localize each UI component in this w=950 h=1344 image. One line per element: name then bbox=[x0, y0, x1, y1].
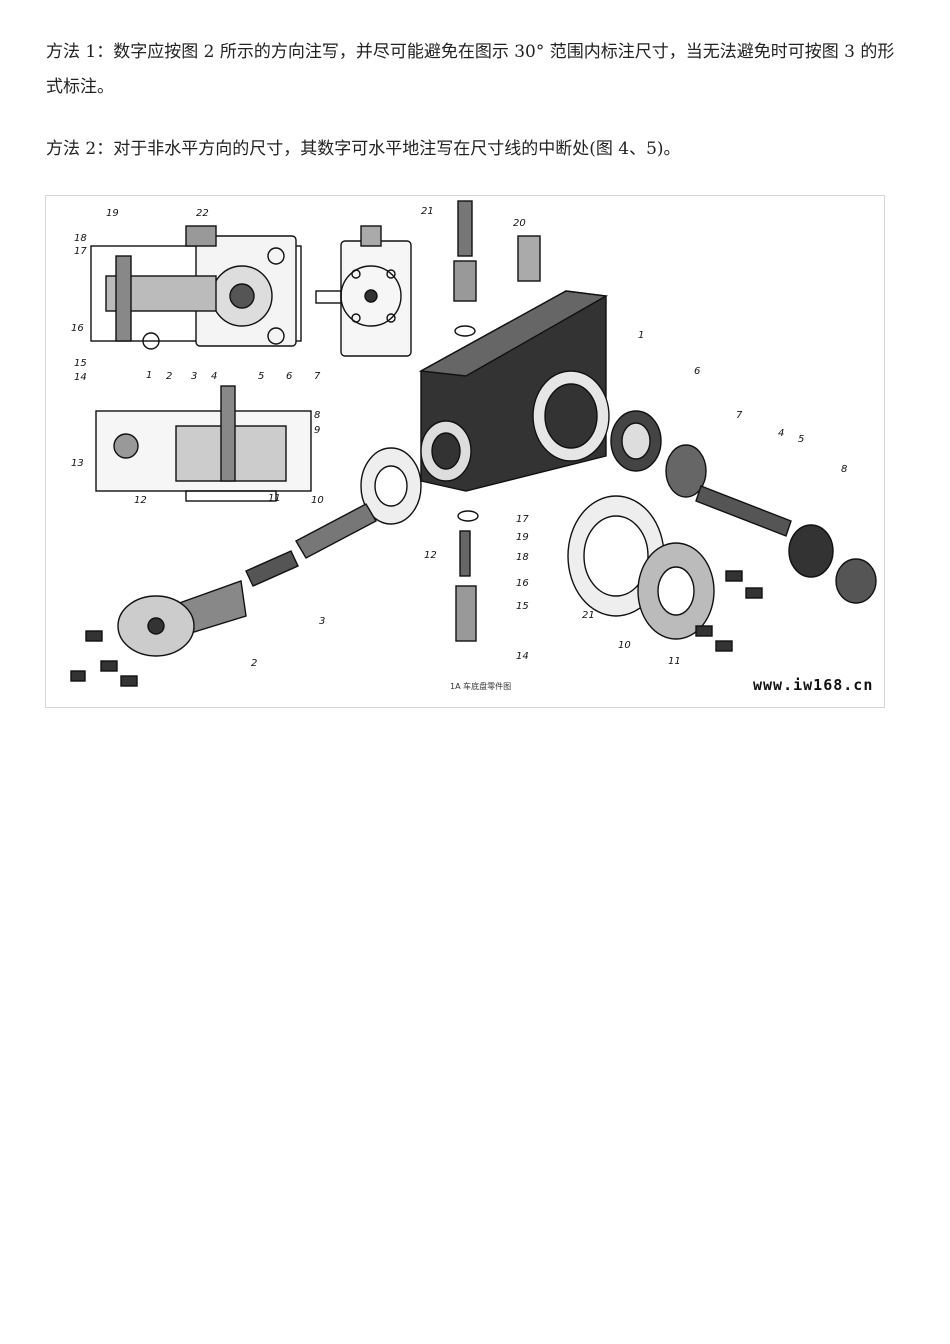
callout: 19 bbox=[106, 208, 119, 219]
callout-labels: 19 22 18 17 21 20 16 15 14 1 2 3 4 5 6 7… bbox=[71, 206, 847, 669]
callout: 19 bbox=[516, 532, 529, 543]
callout: 7 bbox=[314, 371, 321, 382]
callout: 1 bbox=[638, 330, 644, 341]
callout: 17 bbox=[516, 514, 529, 525]
callout: 16 bbox=[71, 323, 84, 334]
callout: 5 bbox=[798, 434, 804, 445]
watermark: www.iw168.cn bbox=[753, 676, 873, 694]
sectional-view-top bbox=[90, 225, 302, 350]
callout: 20 bbox=[513, 218, 526, 229]
callout: 21 bbox=[421, 206, 434, 217]
paragraph-method-1: 方法 1：数字应按图 2 所示的方向注写，并尽可能避免在图示 30° 范围内标注… bbox=[46, 42, 895, 97]
assembly-drawing: 19 22 18 17 21 20 16 15 14 1 2 3 4 5 6 7… bbox=[70, 200, 877, 694]
callout: 3 bbox=[191, 371, 197, 382]
callout: 2 bbox=[166, 371, 172, 382]
callout: 13 bbox=[71, 458, 84, 469]
callout: 10 bbox=[618, 640, 631, 651]
callout: 17 bbox=[74, 246, 87, 257]
callout: 11 bbox=[668, 656, 681, 667]
shaft-parts-left bbox=[70, 447, 422, 687]
fitting-column bbox=[453, 200, 541, 642]
exploded-assembly-figure: 19 22 18 17 21 20 16 15 14 1 2 3 4 5 6 7… bbox=[45, 195, 885, 708]
callout: 4 bbox=[778, 428, 784, 439]
pump-housing bbox=[418, 290, 610, 492]
callout: 15 bbox=[516, 601, 529, 612]
callout: 22 bbox=[196, 208, 209, 219]
figure-caption: 1A 车底盘零件图 bbox=[450, 681, 511, 691]
callout: 12 bbox=[424, 550, 437, 561]
callout: 18 bbox=[516, 552, 529, 563]
callout: 8 bbox=[841, 464, 847, 475]
callout: 1 bbox=[146, 370, 152, 381]
callout: 12 bbox=[134, 495, 147, 506]
callout: 14 bbox=[516, 651, 529, 662]
callout: 6 bbox=[694, 366, 700, 377]
callout: 15 bbox=[74, 358, 87, 369]
callout: 2 bbox=[251, 658, 257, 669]
callout: 16 bbox=[516, 578, 529, 589]
callout: 3 bbox=[319, 616, 325, 627]
callout: 11 bbox=[268, 493, 281, 504]
callout: 9 bbox=[314, 425, 320, 436]
callout: 18 bbox=[74, 233, 87, 244]
callout: 4 bbox=[211, 371, 217, 382]
callout: 21 bbox=[582, 610, 595, 621]
callout: 10 bbox=[311, 495, 324, 506]
callout: 14 bbox=[74, 372, 87, 383]
callout: 8 bbox=[314, 410, 320, 421]
end-view bbox=[315, 225, 412, 357]
exploded-parts-right bbox=[567, 410, 877, 652]
callout: 7 bbox=[736, 410, 743, 421]
side-view bbox=[95, 385, 312, 502]
paragraph-method-2: 方法 2：对于非水平方向的尺寸，其数字可水平地注写在尺寸线的中断处(图 4、5)… bbox=[46, 139, 681, 159]
callout: 6 bbox=[286, 371, 292, 382]
callout: 5 bbox=[258, 371, 264, 382]
